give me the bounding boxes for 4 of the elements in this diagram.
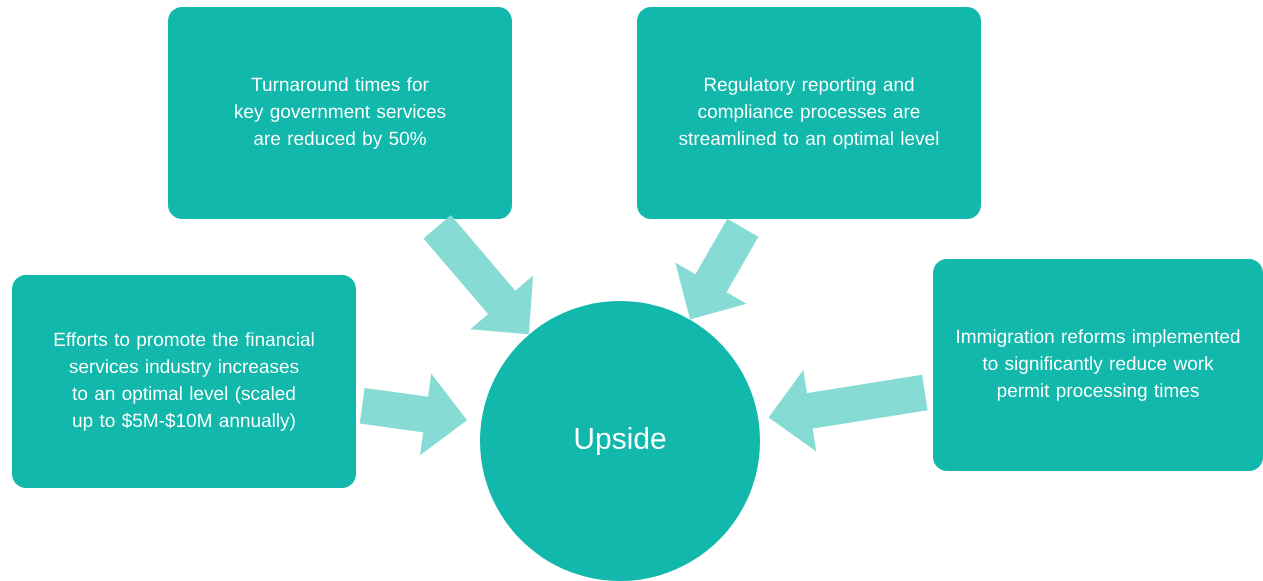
process-box: Regulatory reporting and compliance processes are streamlined to an optimal level	[637, 7, 981, 219]
process-box: Turnaround times for key government services are reduced by 50%	[168, 7, 512, 219]
process-box: Immigration reforms implemented to significantly reduce work permit processing times	[933, 259, 1263, 471]
process-box: Efforts to promote the financial services industry increases to an optimal level (scaled up to $5M-$10M annually)	[12, 275, 356, 488]
